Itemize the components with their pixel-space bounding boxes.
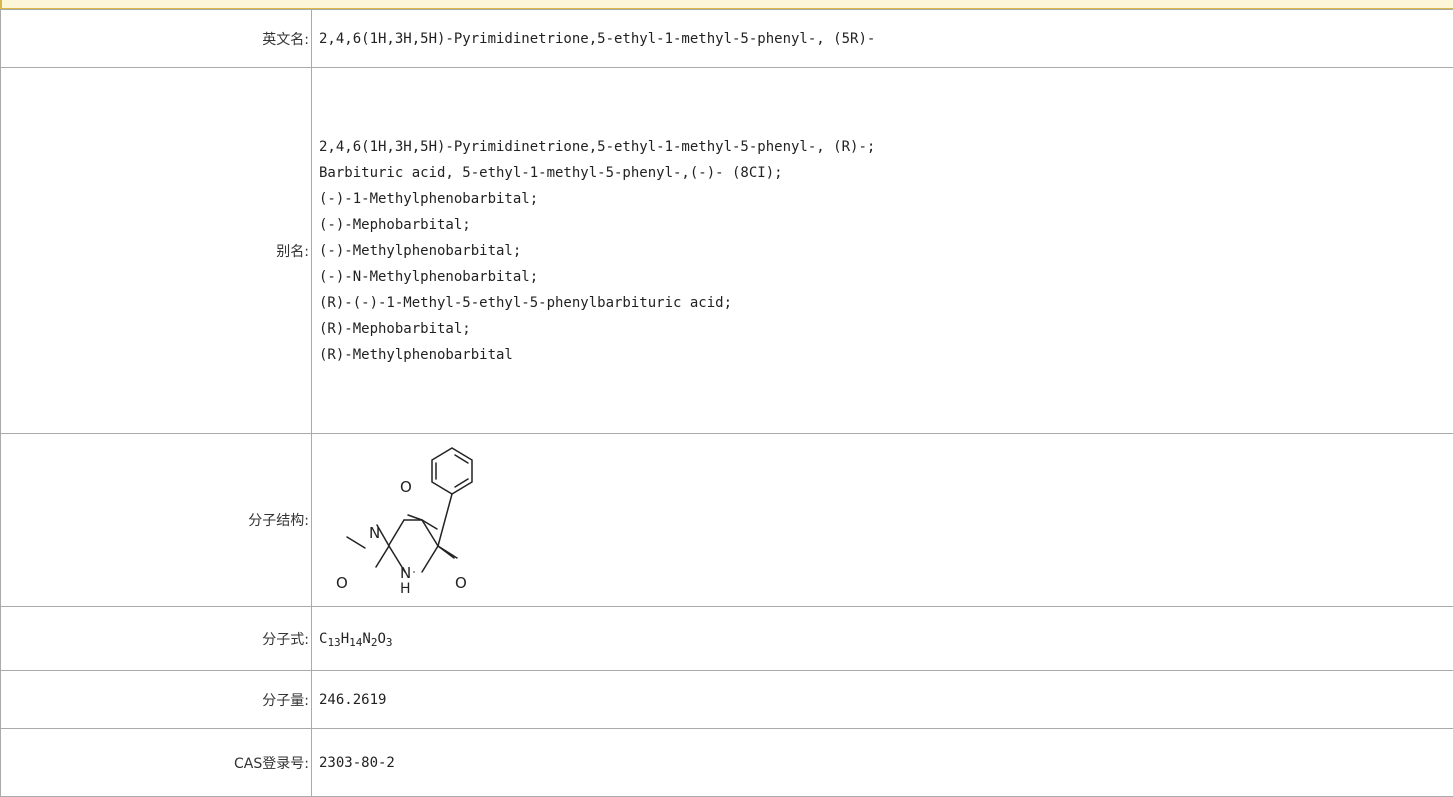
row-english-name: 英文名: 2,4,6(1H,3H,5H)-Pyrimidinetrione,5-… bbox=[1, 10, 1453, 68]
molecular-structure-image: O N O N H O bbox=[314, 440, 474, 600]
formula-n: N bbox=[362, 631, 370, 647]
cas-text: 2303-80-2 bbox=[319, 755, 395, 771]
alias-item: (-)-N-Methylphenobarbital; bbox=[319, 264, 1453, 290]
aliases-label: 别名: bbox=[1, 68, 312, 434]
atom-o-bottom-right: O bbox=[455, 574, 467, 592]
row-weight: 分子量: 246.2619 bbox=[1, 671, 1453, 729]
cas-label: CAS登录号: bbox=[1, 729, 312, 797]
alias-item: (R)-Mephobarbital; bbox=[319, 316, 1453, 342]
formula-o: O bbox=[377, 631, 385, 647]
structure-label: 分子结构: bbox=[1, 434, 312, 607]
row-formula: 分子式: C13H14N2O3 bbox=[1, 607, 1453, 671]
english-name-label: 英文名: bbox=[1, 10, 312, 68]
formula-value: C13H14N2O3 bbox=[312, 607, 1453, 671]
structure-value: O N O N H O bbox=[312, 434, 1453, 607]
alias-item: (-)-Mephobarbital; bbox=[319, 212, 1453, 238]
atom-n-bottom: N bbox=[400, 564, 411, 582]
compound-properties-table: 英文名: 2,4,6(1H,3H,5H)-Pyrimidinetrione,5-… bbox=[0, 9, 1453, 797]
aliases-value: 2,4,6(1H,3H,5H)-Pyrimidinetrione,5-ethyl… bbox=[312, 68, 1453, 434]
english-name-value: 2,4,6(1H,3H,5H)-Pyrimidinetrione,5-ethyl… bbox=[312, 10, 1453, 68]
weight-text: 246.2619 bbox=[319, 692, 386, 708]
formula-c-count: 13 bbox=[327, 636, 340, 649]
alias-item: (-)-1-Methylphenobarbital; bbox=[319, 186, 1453, 212]
cas-value: 2303-80-2 bbox=[312, 729, 1453, 797]
atom-h-bottom: H bbox=[400, 581, 411, 597]
row-aliases: 别名: 2,4,6(1H,3H,5H)-Pyrimidinetrione,5-e… bbox=[1, 68, 1453, 434]
alias-item: (R)-Methylphenobarbital bbox=[319, 342, 1453, 368]
weight-label: 分子量: bbox=[1, 671, 312, 729]
alias-item: Barbituric acid, 5-ethyl-1-methyl-5-phen… bbox=[319, 160, 1453, 186]
atom-o-bottom-left: O bbox=[336, 574, 348, 592]
formula-h: H bbox=[341, 631, 349, 647]
alias-item: 2,4,6(1H,3H,5H)-Pyrimidinetrione,5-ethyl… bbox=[319, 134, 1453, 160]
row-structure: 分子结构: bbox=[1, 434, 1453, 607]
section-header-bar bbox=[0, 0, 1453, 9]
formula-label: 分子式: bbox=[1, 607, 312, 671]
atom-n-left: N bbox=[369, 524, 380, 542]
alias-item: (-)-Methylphenobarbital; bbox=[319, 238, 1453, 264]
formula-o-count: 3 bbox=[386, 636, 393, 649]
english-name-text: 2,4,6(1H,3H,5H)-Pyrimidinetrione,5-ethyl… bbox=[319, 31, 875, 47]
formula-h-count: 14 bbox=[349, 636, 362, 649]
atom-o-top: O bbox=[400, 478, 412, 496]
row-cas: CAS登录号: 2303-80-2 bbox=[1, 729, 1453, 797]
alias-item: (R)-(-)-1-Methyl-5-ethyl-5-phenylbarbitu… bbox=[319, 290, 1453, 316]
weight-value: 246.2619 bbox=[312, 671, 1453, 729]
